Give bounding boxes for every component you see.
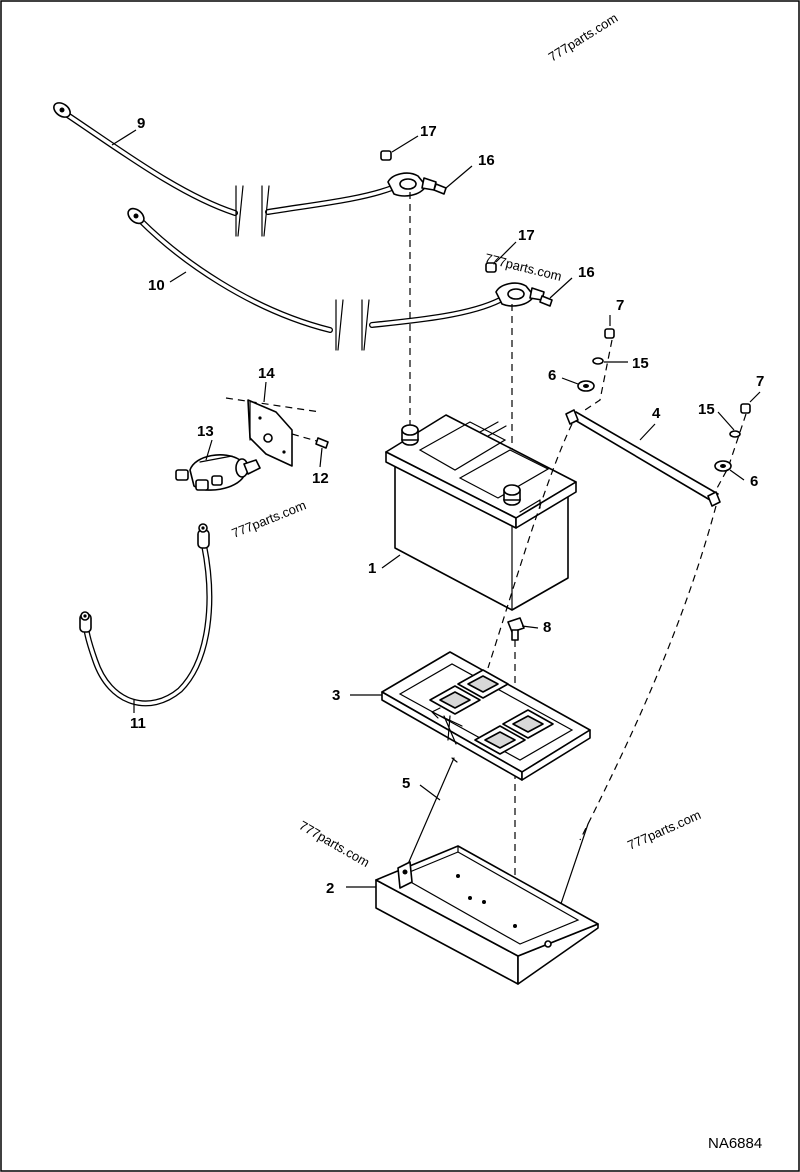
alignment-line-bar-left — [487, 423, 573, 669]
callout-17-lower: 17 — [518, 227, 535, 244]
battery-1 — [385, 414, 577, 611]
callout-14: 14 — [258, 365, 275, 382]
watermark-bottom-left: 777parts.com — [297, 818, 373, 870]
washer-6-left — [577, 380, 595, 392]
cable-10-negative — [127, 207, 545, 351]
nut-7-right — [740, 403, 751, 414]
alignment-line-7-left — [581, 339, 613, 413]
disconnect-switch-13 — [175, 454, 261, 491]
watermark-bottom-right: 777parts.com — [625, 807, 703, 853]
battery-pan-2 — [375, 845, 599, 985]
screw-12 — [315, 437, 329, 449]
callout-17-upper: 17 — [420, 123, 437, 140]
callout-10: 10 — [148, 277, 165, 294]
battery-tray-3 — [381, 651, 591, 781]
callout-2: 2 — [326, 880, 334, 897]
callout-9: 9 — [137, 115, 145, 132]
callout-3: 3 — [332, 687, 340, 704]
hold-down-rod-5-left — [407, 757, 458, 865]
alignment-line-screw — [291, 433, 321, 443]
leader-lines — [111, 129, 761, 888]
callout-11: 11 — [130, 715, 146, 732]
ground-cable-11 — [79, 523, 213, 707]
callout-4: 4 — [652, 405, 661, 422]
bracket-14 — [247, 399, 293, 467]
lock-washer-15-left — [592, 357, 604, 365]
callout-16-upper: 16 — [478, 152, 495, 169]
washer-6-right — [714, 460, 732, 472]
cable-9-positive — [53, 102, 437, 237]
nut-7-left — [604, 328, 615, 339]
bolt-16-lower — [539, 295, 553, 307]
callout-5: 5 — [402, 775, 410, 792]
alignment-line-bracket — [225, 397, 321, 413]
callout-12: 12 — [312, 470, 329, 487]
lock-washer-15-right — [729, 430, 741, 438]
callout-16-lower: 16 — [578, 264, 595, 281]
nut-17-lower — [485, 262, 497, 273]
callout-6-right: 6 — [750, 473, 758, 490]
callout-8: 8 — [543, 619, 551, 636]
callout-1: 1 — [368, 560, 376, 577]
hold-down-bar-4 — [565, 409, 721, 507]
watermark-left: 777parts.com — [230, 497, 309, 540]
drawing-code: NA6884 — [708, 1135, 762, 1152]
callout-13: 13 — [197, 423, 214, 440]
watermark-top-right: 777parts.com — [546, 10, 621, 64]
alignment-line-7-right — [715, 413, 747, 491]
bolt-16-upper — [433, 183, 447, 195]
callout-15-right: 15 — [698, 401, 715, 418]
nut-17-upper — [380, 150, 392, 161]
callout-labels: 9 10 1 2 3 4 5 6 6 7 7 8 11 12 13 14 15 … — [130, 115, 764, 897]
callout-6-left: 6 — [548, 367, 556, 384]
watermark-battery-terminal: 777parts.com — [483, 250, 563, 284]
bolt-8 — [507, 617, 525, 641]
callout-15-left: 15 — [632, 355, 649, 372]
alignment-line-bar-right — [579, 505, 717, 841]
callout-7-left: 7 — [616, 297, 624, 314]
callout-7-right: 7 — [756, 373, 764, 390]
